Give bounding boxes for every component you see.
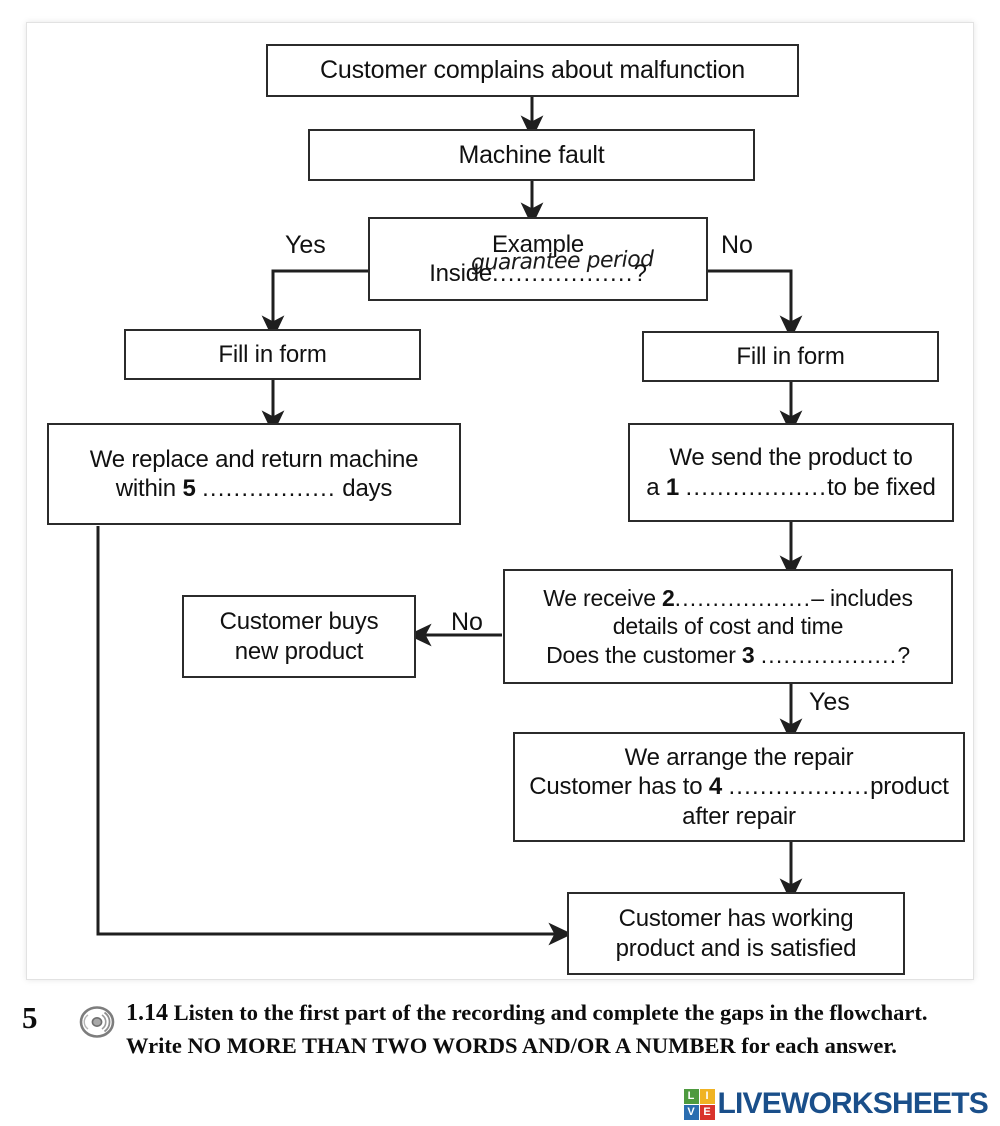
buysnew-line2: new product [234,637,364,665]
replace-days-label: days [342,475,393,502]
node-machine-fault[interactable]: Machine fault [308,129,755,181]
final-line1: Customer has working [618,905,854,933]
receive-pre-label: We receive [543,585,656,612]
handwritten-answer-guarantee-period: guarantee period [470,247,654,276]
liveworksheets-logo[interactable]: L I V E LIVEWORKSHEETS [683,1086,989,1122]
send-gap-dots: .................. [685,473,828,501]
receive-question-number: 3 [741,641,755,668]
send-line1: We send the product to [669,444,913,472]
flowchart-connectors [96,97,803,946]
cd-disc-icon [79,1006,115,1038]
arrange-line3: after repair [682,802,796,830]
decision-gap-dots: .................. [492,260,634,287]
branch-label-no-mid: No [451,608,483,636]
node-buys-new-product[interactable]: Customer buys new product [182,595,416,678]
send-tail-label: to be fixed [827,473,936,501]
node-send-product[interactable]: We send the product to a 1 .............… [628,423,954,522]
receive-question-pre: Does the customer [546,641,736,668]
decision-inside-label: Inside [429,260,493,287]
final-line2: product and is satisfied [615,934,857,962]
instruction-text-caps: NO MORE THAN TWO WORDS AND/OR A NUMBER [187,1033,736,1059]
instruction-block: 5 1.14 Listen to the first part of the r… [22,996,978,1062]
node-fill-in-form-right[interactable]: Fill in form [642,331,939,382]
branch-label-yes-top: Yes [285,231,326,259]
node-replace-return[interactable]: We replace and return machine within 5 .… [47,423,461,525]
receive-question-dots: .................. [760,641,898,668]
branch-label-no-top: No [721,231,753,259]
node-fill-in-form-left-label: Fill in form [218,340,327,368]
logo-tile-i: I [699,1088,715,1104]
buysnew-line1: Customer buys [219,608,379,636]
node-final-satisfied[interactable]: Customer has working product and is sati… [567,892,905,975]
receive-post-label: – includes [811,585,913,612]
logo-tile-e: E [699,1104,715,1120]
receive-gap-number: 2 [662,585,675,612]
liveworksheets-logo-tiles: L I V E [683,1088,715,1120]
arrange-gap-dots: .................. [728,773,871,801]
exercise-number: 5 [22,1000,38,1035]
arrange-pre-label: Customer has to [529,773,703,801]
receive-line2: details of cost and time [612,613,844,640]
node-arrange-repair[interactable]: We arrange the repair Customer has to 4 … [513,732,965,842]
replace-gap-number: 5 [182,475,196,502]
branch-label-yes-mid: Yes [809,688,850,716]
arrange-gap-number: 4 [708,773,722,801]
arrange-line1: We arrange the repair [624,744,854,772]
edge-replace-final [96,526,573,946]
node-fill-in-form-right-label: Fill in form [736,342,845,370]
replace-gap-dots: ................. [202,475,336,502]
instruction-text-part2: for each answer. [735,1033,897,1059]
node-fill-in-form-left[interactable]: Fill in form [124,329,421,380]
flowchart-image: Customer complains about malfunction Mac… [26,22,974,980]
logo-tile-l: L [683,1088,699,1104]
instruction-text-part1: Listen to the first part of the recordin… [126,1000,928,1059]
node-start[interactable]: Customer complains about malfunction [266,44,799,97]
send-a-label: a [646,473,660,501]
node-start-label: Customer complains about malfunction [320,56,745,85]
edge-decision-formright [708,269,803,340]
logo-tile-v: V [683,1104,699,1120]
node-machine-fault-label: Machine fault [458,140,605,169]
arrange-post-label: product [870,773,949,801]
replace-line1: We replace and return machine [89,445,419,473]
decision-example-label: Example [492,230,584,258]
liveworksheets-wordmark: LIVEWORKSHEETS [717,1087,989,1120]
send-gap-number: 1 [665,473,680,501]
instruction-text: 1.14 Listen to the first part of the rec… [126,996,978,1062]
node-decision-guarantee[interactable]: Example Inside..................? [368,217,708,301]
replace-within-label: within [115,475,176,502]
audio-track-number: 1.14 [126,1000,168,1026]
receive-gap-dots: .................. [674,585,812,612]
node-receive-estimate[interactable]: We receive 2..................– includes… [503,569,953,684]
receive-question-mark: ? [897,641,910,668]
edge-decision-formleft [261,269,368,340]
decision-question-mark: ? [633,260,647,287]
